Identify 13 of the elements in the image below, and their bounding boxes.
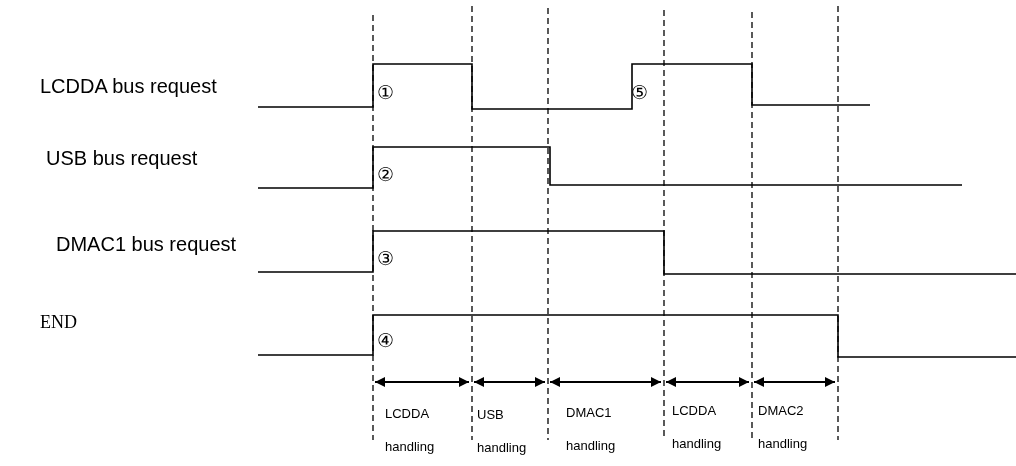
step-number: ①	[377, 82, 394, 104]
signal-name: LCDDA bus request	[40, 75, 217, 98]
phase-label: LCDDA handling	[385, 405, 436, 456]
phase-label: DMAC1 handling	[566, 404, 617, 455]
step-number: ④	[377, 330, 394, 352]
phase-label: DMAC2 handling	[758, 402, 809, 453]
step-number: ③	[377, 248, 394, 270]
signal-name: USB bus request	[46, 147, 198, 170]
step-number: ②	[377, 164, 394, 186]
signal-name: DMAC1 bus request	[56, 233, 237, 256]
phase-label: LCDDA handling	[672, 402, 723, 453]
phase-label: USB handling	[477, 406, 528, 457]
signal-name: END	[40, 312, 77, 333]
